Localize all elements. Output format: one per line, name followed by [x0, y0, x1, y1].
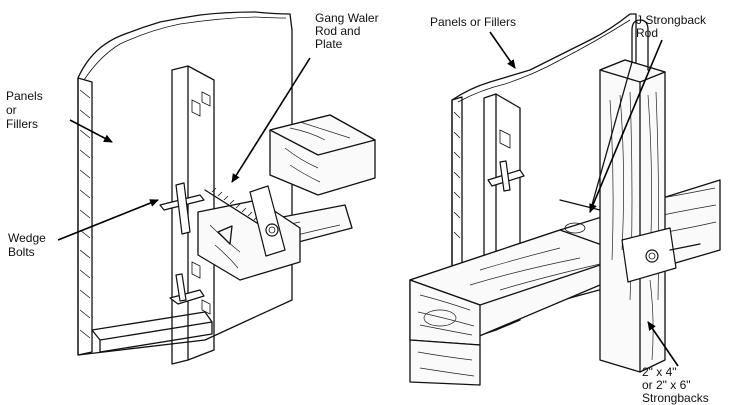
svg-text:Gang Waler: Gang Waler [315, 11, 379, 25]
svg-text:Panels or Fillers: Panels or Fillers [430, 15, 516, 29]
left-assembly [77, 11, 376, 365]
svg-text:Wedge: Wedge [8, 231, 46, 245]
arrow-right-panels [489, 31, 516, 69]
arrow-strongbacks [647, 321, 679, 367]
svg-text:or: or [6, 103, 17, 117]
right-assembly [409, 13, 721, 386]
svg-text:2" x 4": 2" x 4" [642, 365, 677, 379]
svg-text:J Strongback: J Strongback [636, 13, 707, 27]
svg-text:Plate: Plate [315, 37, 343, 51]
svg-text:Rod and: Rod and [315, 24, 360, 38]
arrow-j-strongback-rod [589, 39, 663, 213]
svg-text:Panels: Panels [6, 89, 43, 103]
svg-text:or 2" x 6": or 2" x 6" [642, 378, 691, 392]
svg-text:Fillers: Fillers [6, 117, 38, 131]
label-wedge-bolts: Wedge Bolts [8, 231, 46, 259]
arrow-left-panels [69, 119, 113, 143]
label-j-strongback-rod: J Strongback Rod [636, 13, 707, 40]
arrow-wedge-bolts [57, 199, 159, 241]
svg-text:Rod: Rod [636, 26, 658, 40]
label-strongbacks: 2" x 4" or 2" x 6" Strongbacks [642, 365, 709, 405]
svg-text:Bolts: Bolts [8, 245, 35, 259]
arrow-gang-waler [231, 57, 311, 183]
label-left-panels: Panels or Fillers [6, 89, 43, 131]
svg-text:Strongbacks: Strongbacks [642, 391, 709, 405]
label-gang-waler: Gang Waler Rod and Plate [315, 11, 379, 51]
label-right-panels: Panels or Fillers [430, 15, 516, 29]
